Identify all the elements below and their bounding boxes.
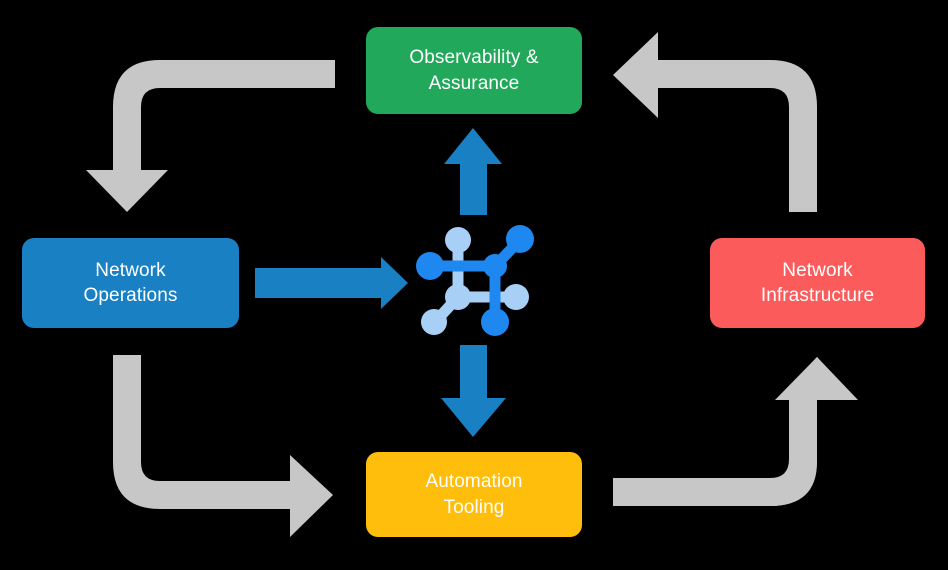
network-topology-icon xyxy=(416,225,534,336)
gray-arrow-automation-to-infrastructure xyxy=(613,357,858,506)
gray-arrow-observability-to-operations xyxy=(86,60,335,212)
node-network-operations[interactable]: Network Operations xyxy=(22,238,239,328)
node-network-infrastructure[interactable]: Network Infrastructure xyxy=(710,238,925,328)
node-automation-label: Automation Tooling xyxy=(425,471,523,518)
node-automation-tooling[interactable]: Automation Tooling xyxy=(366,452,582,537)
node-observability-label: Observability & Assurance xyxy=(409,47,539,94)
gray-arrow-infrastructure-to-observability xyxy=(613,32,817,212)
blue-arrow-center-to-observability xyxy=(444,128,502,215)
blue-arrow-center-to-automation xyxy=(441,345,506,437)
gray-arrow-operations-to-automation xyxy=(113,355,333,537)
node-infrastructure-label: Network Infrastructure xyxy=(760,259,875,306)
node-operations-label: Network Operations xyxy=(83,259,178,306)
blue-arrow-operations-to-center xyxy=(255,257,408,309)
node-observability-assurance[interactable]: Observability & Assurance xyxy=(366,27,582,114)
